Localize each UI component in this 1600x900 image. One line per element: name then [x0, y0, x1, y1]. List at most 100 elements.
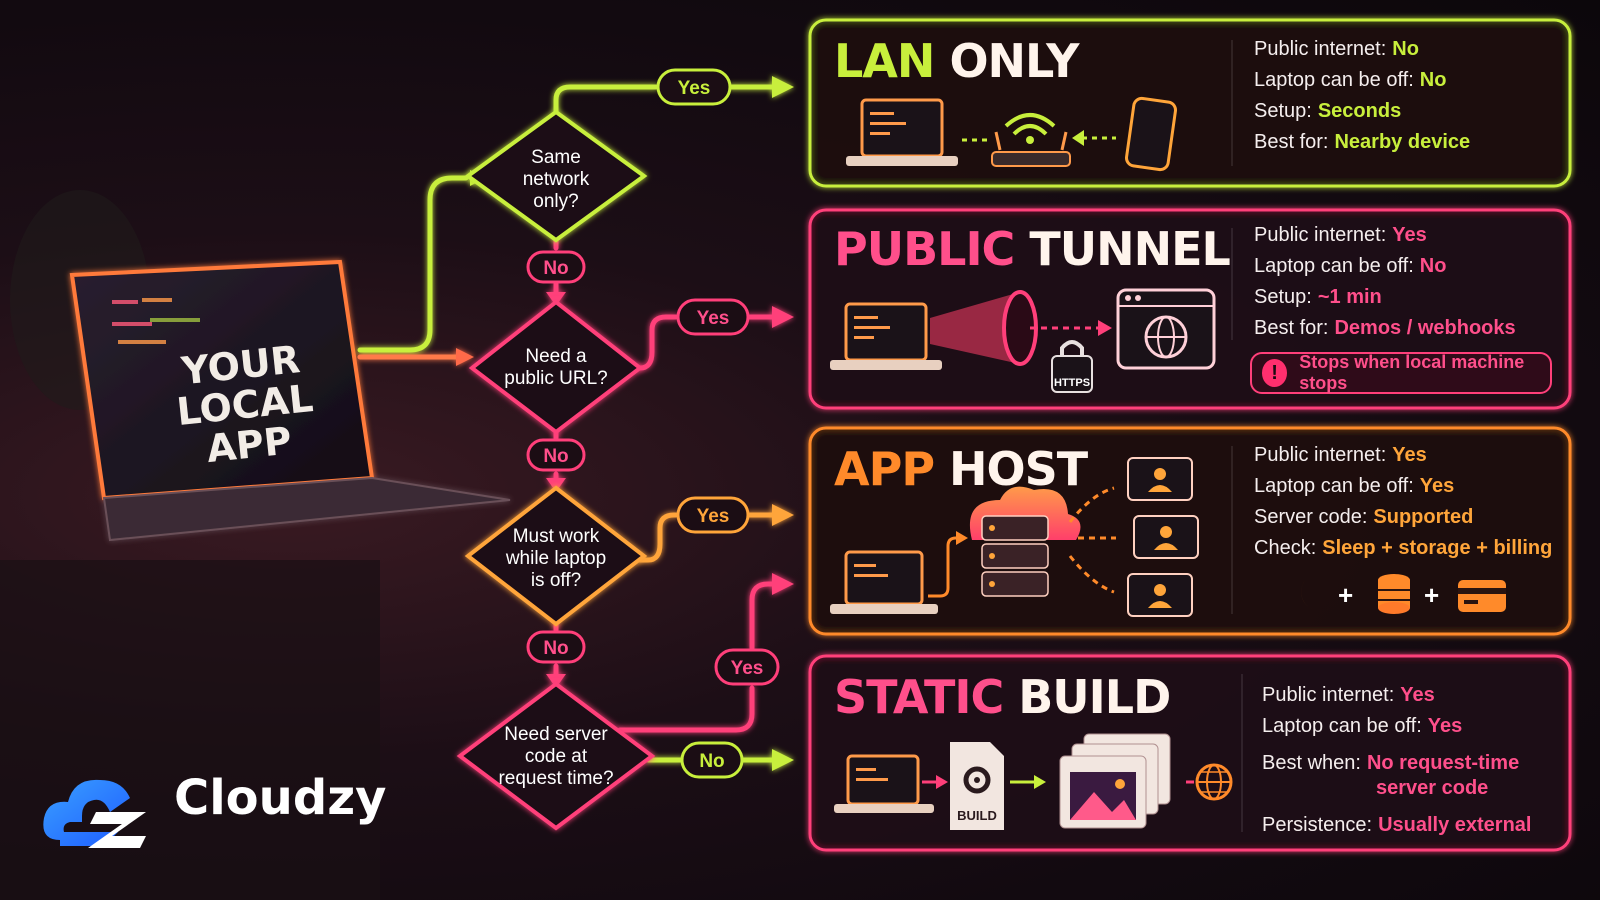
fact-key: Server code: — [1254, 506, 1368, 528]
card-lan-facts: Public internet:No Laptop can be off:No … — [1254, 34, 1470, 158]
decision-diamond-laptop-off — [464, 485, 648, 627]
static-illustration: BUILD — [834, 733, 1233, 830]
user-window-icon — [1127, 457, 1193, 501]
card-tunnel-title-a: PUBLIC — [834, 222, 1015, 276]
card-apphost-facts: Public internet:Yes Laptop can be off:Ye… — [1254, 440, 1552, 564]
fact-key: Best when: — [1262, 752, 1361, 774]
tunnel-warning-badge: ! Stops when local machine stops — [1250, 352, 1552, 394]
fact-row: Public internet:No — [1254, 34, 1470, 65]
pill-d3-yes: Yes — [676, 496, 750, 534]
arrowhead-lan — [772, 76, 794, 98]
fanout-arrows — [1068, 486, 1116, 594]
connector-d4-yes-tail — [749, 581, 779, 651]
decision-diamond-server-code — [456, 681, 656, 831]
fact-value: server code — [1376, 777, 1489, 799]
laptop-icon — [830, 550, 938, 614]
d2-line-2: public URL? — [504, 368, 608, 389]
fact-key: Best for: — [1254, 317, 1329, 339]
fact-row: Best for:Nearby device — [1254, 127, 1470, 158]
pill-d2-yes-label: Yes — [697, 308, 730, 329]
connector-d1-yes — [553, 84, 659, 115]
d4-line-1: Need server — [504, 724, 608, 745]
fact-row: Laptop can be off:No — [1254, 251, 1516, 282]
fact-value: Yes — [1400, 684, 1435, 706]
apphost-illustration — [830, 457, 1506, 617]
decision-diamond-public-url — [468, 299, 644, 435]
card-static-title-a: STATIC — [834, 670, 1004, 724]
pill-d2-no: No — [526, 438, 586, 472]
fact-row: Setup:Seconds — [1254, 96, 1470, 127]
fact-value: ~1 min — [1317, 286, 1382, 308]
decision-text-d4: Need server code at request time? — [498, 724, 613, 789]
fact-key: Persistence: — [1262, 814, 1373, 836]
connector-d4-yes — [617, 685, 755, 733]
pill-d1-yes: Yes — [656, 68, 732, 106]
plus-sign: + — [1424, 580, 1440, 610]
fact-row: Setup:~1 min — [1254, 282, 1516, 313]
card-lan-title-b: ONLY — [949, 34, 1079, 88]
fact-value: Nearby device — [1334, 131, 1471, 153]
pill-d2-no-label: No — [543, 446, 568, 467]
fact-row: Public internet:Yes — [1254, 440, 1552, 471]
lock-icon: HTTPS — [1051, 340, 1093, 393]
pill-d3-no: No — [526, 630, 586, 664]
card-static-facts: Public internet:Yes Laptop can be off:Ye… — [1262, 680, 1531, 841]
card-tunnel-title-b: TUNNEL — [1029, 222, 1230, 276]
fact-value: Seconds — [1317, 100, 1402, 122]
fact-row: Laptop can be off:Yes — [1254, 471, 1552, 502]
pill-d3-no-label: No — [543, 638, 568, 659]
build-label: BUILD — [957, 808, 997, 823]
pill-d4-no: No — [680, 741, 744, 779]
fact-row: Laptop can be off:No — [1254, 65, 1470, 96]
decision-diamond-same-network — [464, 109, 648, 243]
tunnel-cone-icon — [930, 290, 1038, 366]
card-tunnel-facts: Public internet:Yes Laptop can be off:No… — [1254, 220, 1516, 344]
fact-key: Check: — [1254, 537, 1317, 559]
pill-d3-yes-label: Yes — [697, 506, 730, 527]
fact-value: Supported — [1373, 506, 1474, 528]
build-file-icon: BUILD — [950, 742, 1004, 830]
d4-line-2: code at — [525, 746, 588, 767]
card-lan-title-a: LAN — [834, 34, 935, 88]
static-pages-icon — [1059, 733, 1171, 829]
pill-d1-yes-label: Yes — [678, 78, 711, 99]
card-apphost-title-a: APP — [834, 442, 935, 496]
cloudzy-logo-icon — [43, 779, 146, 848]
fact-key: Setup: — [1254, 286, 1312, 308]
fact-row: Server code:Supported — [1254, 502, 1552, 533]
credit-card-icon — [1458, 580, 1506, 612]
connector-start-to-d1 — [357, 175, 469, 353]
code-lines-decoration — [112, 298, 200, 344]
fact-value: Yes — [1419, 475, 1455, 497]
connector-d2-yes — [627, 314, 679, 371]
card-static-title-b: BUILD — [1018, 670, 1171, 724]
card-lan-title: LAN ONLY — [834, 38, 1080, 84]
build-arrowhead-2 — [1034, 775, 1046, 789]
smartphone-icon — [1125, 96, 1177, 172]
fact-value: Yes — [1392, 444, 1427, 466]
d2-line-1: Need a — [525, 346, 587, 367]
fact-row: Best for:Demos / webhooks — [1254, 313, 1516, 344]
wifi-router-icon — [991, 113, 1071, 167]
user-window-icon — [1133, 515, 1199, 559]
d4-line-3: request time? — [498, 768, 613, 789]
cloud-server-icon — [969, 486, 1081, 597]
fact-key: Public internet: — [1262, 684, 1395, 706]
pill-d4-yes-label: Yes — [731, 658, 764, 679]
fact-value: No — [1392, 38, 1419, 60]
tunnel-illustration: HTTPS — [830, 288, 1216, 393]
arrowhead-d2-down — [546, 292, 566, 306]
https-badge: HTTPS — [1054, 377, 1090, 389]
user-window-icon — [1127, 573, 1193, 617]
laptop-icon — [834, 754, 934, 813]
fact-key: Public internet: — [1254, 444, 1387, 466]
pill-d2-yes: Yes — [676, 298, 750, 336]
arrowhead-d2 — [456, 348, 474, 366]
fact-key: Public internet: — [1254, 38, 1387, 60]
alert-icon: ! — [1262, 359, 1288, 387]
laptop-keyboard — [102, 476, 511, 542]
arrowhead-apphost-2 — [772, 573, 794, 595]
card-apphost-title: APP HOST — [834, 446, 1088, 492]
fact-key: Laptop can be off: — [1254, 475, 1414, 497]
tunnel-arrowhead — [1098, 320, 1112, 336]
